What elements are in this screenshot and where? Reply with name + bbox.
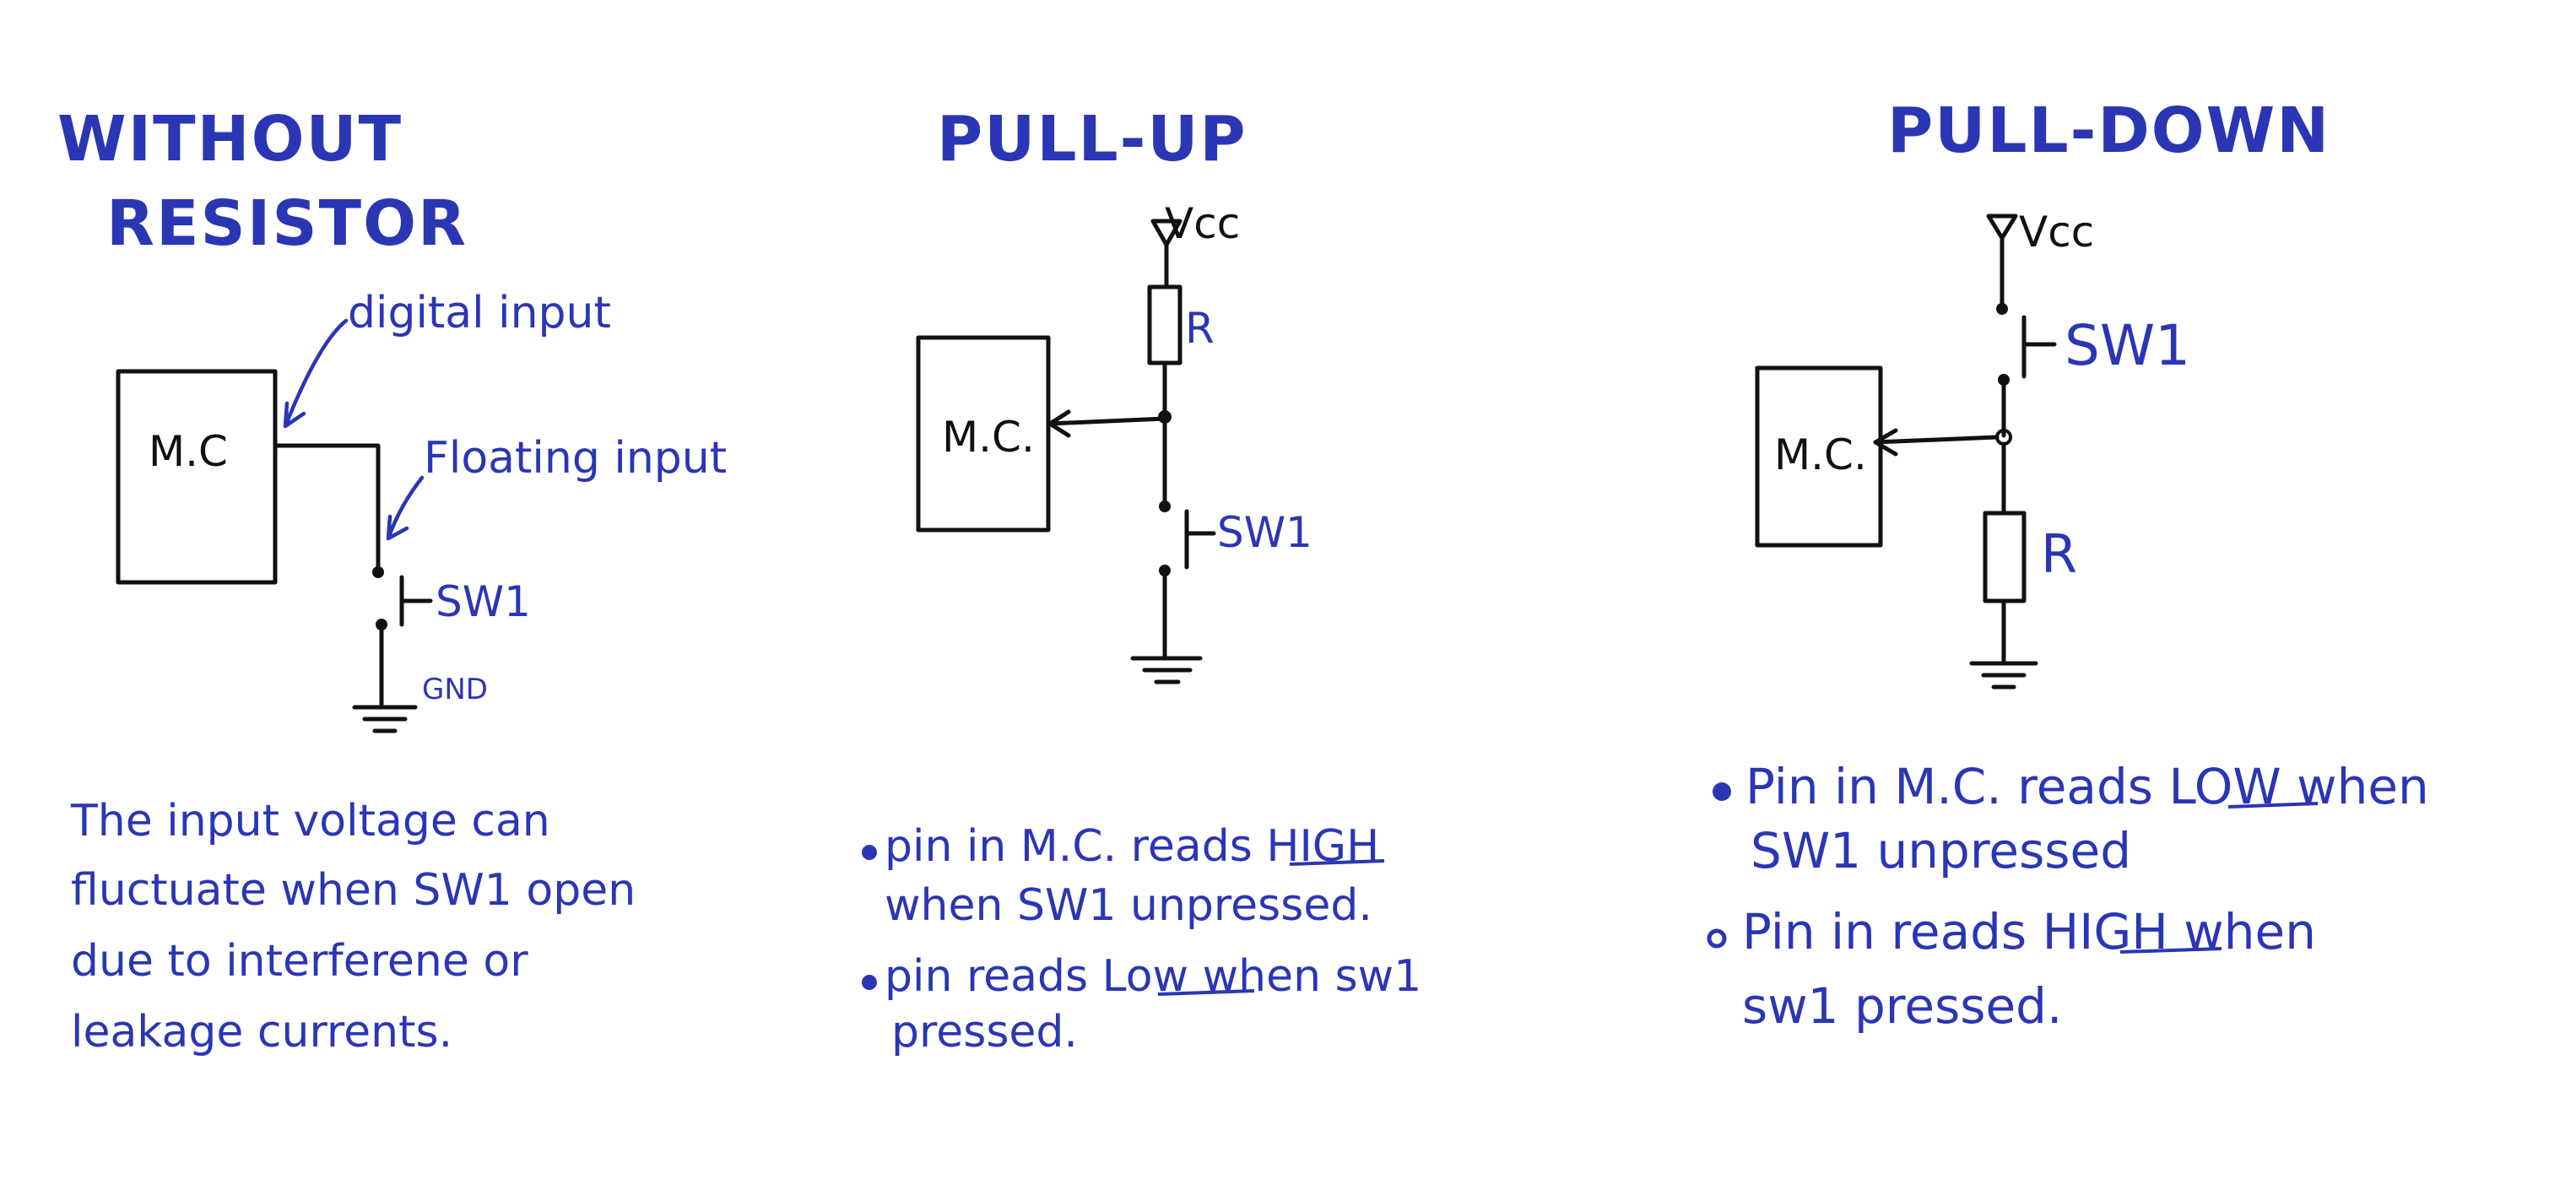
pulldown-bullet2-line2: sw1 pressed. bbox=[1742, 977, 2062, 1035]
microcontroller-box bbox=[116, 369, 278, 585]
panel-title-without-line2: RESISTOR bbox=[106, 187, 468, 260]
vcc-label: Vcc bbox=[2019, 208, 2094, 257]
panel-title-pullup: PULL-UP bbox=[937, 103, 1247, 176]
microcontroller-box bbox=[1755, 365, 1883, 548]
without-note-line4: leakage currents. bbox=[71, 1007, 452, 1057]
microcontroller-label: M.C. bbox=[942, 413, 1035, 462]
pullup-bullet1-line2: when SW1 unpressed. bbox=[885, 880, 1372, 931]
pullup-bullet2-line1: pin reads Low when sw1 bbox=[885, 951, 1421, 1002]
bullet-dot bbox=[862, 975, 877, 990]
panel-pull-up: PULL-UP Vcc R M.C. SW1 pin in M.C. reads… bbox=[862, 103, 1421, 1057]
vcc-arrow-symbol bbox=[1986, 214, 2018, 241]
underline-low bbox=[1157, 989, 1255, 996]
underline-high bbox=[1289, 859, 1385, 866]
switch-label: SW1 bbox=[2065, 313, 2190, 378]
resistor-label: R bbox=[1185, 304, 1215, 353]
input-wire bbox=[273, 443, 381, 573]
switch-label: SW1 bbox=[436, 577, 531, 626]
underline-high bbox=[2119, 947, 2222, 954]
without-note-line2: fluctuate when SW1 open bbox=[71, 865, 636, 916]
vcc-label: Vcc bbox=[1165, 199, 1240, 248]
switch-actuator bbox=[399, 575, 433, 627]
switch-contact-top bbox=[1159, 500, 1171, 512]
gnd-label: GND bbox=[422, 673, 488, 706]
bullet-dot bbox=[862, 845, 877, 860]
node-to-mc-arrow bbox=[1873, 428, 2000, 457]
switch-actuator bbox=[1184, 509, 1216, 570]
floating-input-annotation: Floating input bbox=[424, 433, 727, 484]
microcontroller-label: M.C bbox=[149, 427, 228, 476]
switch-contact-top bbox=[1996, 303, 2008, 315]
microcontroller-label: M.C. bbox=[1774, 430, 1867, 479]
vcc-arrow-symbol bbox=[1150, 219, 1182, 247]
ground-symbol bbox=[1130, 656, 1203, 684]
node-to-mc-arrow bbox=[1047, 409, 1167, 438]
panel-title-without-line1: WITHOUT bbox=[57, 103, 403, 176]
underline-low bbox=[2227, 802, 2319, 809]
bullet-dot bbox=[1713, 782, 1731, 801]
panel-title-pulldown: PULL-DOWN bbox=[1887, 95, 2330, 167]
pullup-bullet2-line2: pressed. bbox=[891, 1007, 1078, 1057]
resistor-label: R bbox=[2041, 523, 2077, 585]
switch-contact-top bbox=[372, 566, 384, 578]
without-note-line3: due to interferene or bbox=[71, 936, 528, 987]
pulldown-bullet1-line1: Pin in M.C. reads LOW when bbox=[1745, 758, 2429, 815]
ground-symbol bbox=[1969, 661, 2038, 690]
panel-pull-down: PULL-DOWN Vcc SW1 M.C. R Pin in M.C. rea… bbox=[1707, 95, 2429, 1035]
switch-label: SW1 bbox=[1217, 508, 1312, 557]
digital-input-annotation: digital input bbox=[348, 288, 611, 338]
digital-input-arrow bbox=[283, 318, 349, 429]
pulldown-bullet2-line1: Pin in reads HIGH when bbox=[1742, 903, 2316, 960]
ground-symbol bbox=[352, 705, 418, 733]
pulldown-bullet1-line2: SW1 unpressed bbox=[1751, 822, 2131, 879]
switch-actuator bbox=[2021, 315, 2057, 379]
panel-without-resistor: WITHOUT RESISTOR M.C SW1 GND digital inp… bbox=[57, 103, 727, 1057]
without-note-line1: The input voltage can bbox=[70, 796, 550, 847]
bullet-dot bbox=[1707, 928, 1727, 949]
microcontroller-box bbox=[916, 335, 1051, 533]
pullup-resistor bbox=[1147, 284, 1182, 365]
pulldown-resistor bbox=[1983, 511, 2027, 603]
floating-input-arrow bbox=[386, 475, 425, 541]
